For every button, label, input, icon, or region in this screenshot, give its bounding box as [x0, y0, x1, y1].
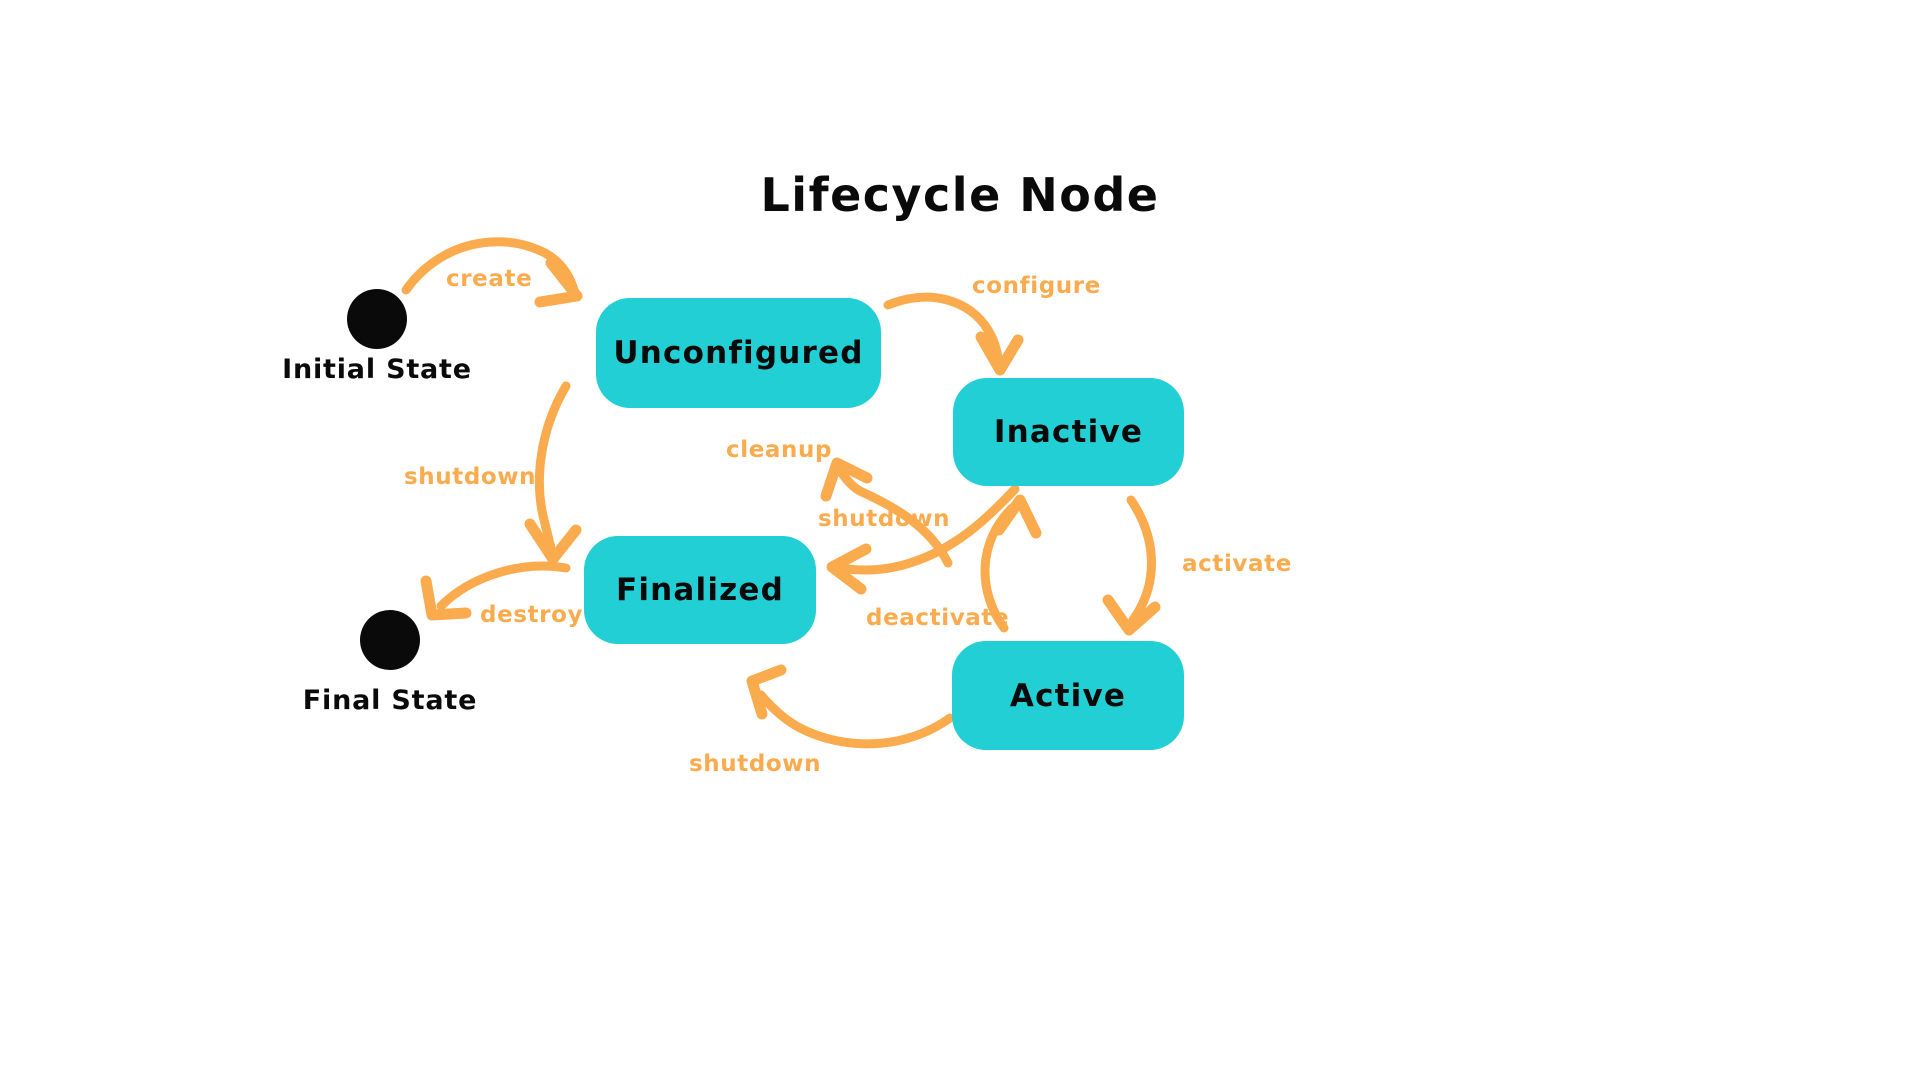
edge-activate [1102, 495, 1161, 636]
edge-label-shutdown-inactive: shutdown [818, 506, 951, 532]
page-title: Lifecycle Node [760, 168, 1160, 222]
edge-label-activate: activate [1182, 551, 1292, 577]
state-inactive[interactable]: Inactive [953, 378, 1184, 486]
final-state-dot [360, 610, 420, 670]
state-finalized[interactable]: Finalized [584, 536, 816, 644]
edge-create [401, 237, 583, 308]
state-unconfigured-label: Unconfigured [613, 335, 864, 371]
edge-shutdown-inactive [826, 484, 1020, 595]
edge-cleanup [820, 457, 953, 568]
initial-state-label: Initial State [282, 354, 472, 385]
edge-label-shutdown-active: shutdown [689, 751, 822, 777]
edge-shutdown-unconfigured [524, 381, 582, 565]
edge-label-configure: configure [972, 273, 1101, 299]
initial-state-dot [347, 289, 407, 349]
edge-label-destroy: destroy [480, 602, 584, 628]
state-active[interactable]: Active [952, 641, 1184, 750]
edge-label-shutdown-unconfigured: shutdown [404, 464, 537, 490]
final-state-label: Final State [302, 685, 478, 716]
edge-deactivate [980, 494, 1042, 633]
edge-label-cleanup: cleanup [726, 437, 833, 463]
edge-label-create: create [446, 266, 533, 292]
state-finalized-label: Finalized [615, 572, 785, 608]
state-unconfigured[interactable]: Unconfigured [596, 298, 881, 408]
edge-configure [883, 292, 1024, 376]
state-inactive-label: Inactive [993, 414, 1144, 450]
edge-shutdown-active [746, 664, 955, 749]
edge-label-deactivate: deactivate [866, 605, 1010, 631]
edge-destroy [420, 561, 571, 621]
state-active-label: Active [1009, 677, 1127, 714]
